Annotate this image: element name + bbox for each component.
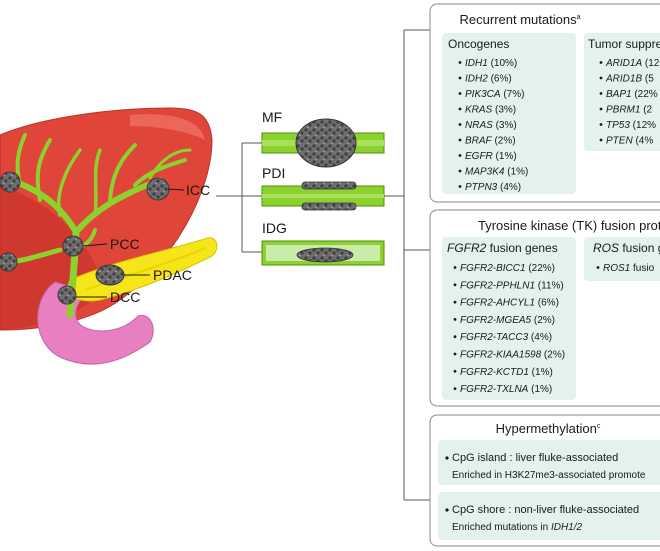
bullet-icon — [453, 369, 457, 373]
label-pdac: PDAC — [153, 267, 192, 283]
tumor-nodules — [0, 171, 170, 305]
bullet-icon — [453, 266, 457, 269]
list-item: BAP1 (22% — [606, 89, 658, 100]
list-item: ARID1B (5 — [605, 74, 654, 85]
bullet-icon — [453, 283, 457, 287]
tumor-pdac — [95, 264, 125, 286]
bullet-icon — [445, 456, 449, 460]
list-item: IDH2 (6%) — [465, 74, 512, 85]
cpg-island-line2: Enriched in H3K27me3-associated promote — [452, 470, 646, 481]
duct-intraductal — [261, 240, 385, 266]
bullet-icon — [599, 61, 603, 64]
list-item: KRAS (3%) — [465, 105, 516, 116]
label-idg: IDG — [262, 220, 287, 236]
tumor-left — [0, 252, 18, 272]
list-item: FGFR2-AHCYL1 (6%) — [460, 298, 559, 309]
bullet-icon — [453, 352, 457, 356]
list-item: PTPN3 (4%) — [465, 182, 521, 193]
oncogenes-title: Oncogenes — [448, 37, 509, 51]
anatomy-illustration: ICC PCC PDAC DCC — [0, 107, 218, 365]
label-icc: ICC — [186, 182, 210, 198]
pancreatic-duct — [84, 247, 206, 291]
duct-mass-forming — [261, 118, 385, 168]
bullet-icon — [453, 318, 457, 321]
bullet-icon — [458, 107, 462, 111]
list-item: PIK3CA (7%) — [465, 89, 524, 100]
cpg-island-box — [438, 440, 660, 485]
liver-highlight — [130, 114, 205, 140]
list-item: PTEN (4% — [606, 136, 653, 147]
list-item: MAP3K4 (1%) — [465, 167, 528, 178]
bullet-icon — [453, 335, 457, 339]
pancreas — [67, 237, 218, 302]
list-item: FGFR2-TXLNA (1%) — [460, 384, 552, 395]
bullet-icon — [458, 92, 462, 95]
panel-recurrent-mutations: Recurrent mutationsa Oncogenes IDH1 (10%… — [429, 3, 660, 203]
fgfr2-title: FGFR2 fusion genes — [447, 241, 558, 255]
panel-title-methylation: Hypermethylationc — [496, 421, 601, 436]
fgfr2-list: FGFR2-BICC1 (22%) FGFR2-PPHLN1 (11%) FGFR2… — [453, 263, 565, 395]
list-item: ARID1A (12 — [605, 58, 660, 69]
list-item: ROS1 fusio — [603, 263, 655, 274]
list-item: BRAF (2%) — [465, 136, 516, 147]
list-item: FGFR2-BICC1 (22%) — [460, 263, 555, 274]
bullet-icon — [599, 76, 603, 80]
ros-title: ROS fusion g — [593, 241, 660, 255]
label-pdi: PDI — [262, 165, 285, 181]
bullet-icon — [458, 169, 462, 173]
cpg-island-line1: CpG island : liver fluke-associated — [452, 452, 618, 464]
tumor-dcc — [57, 285, 77, 305]
ros-list: ROS1 fusio — [596, 263, 655, 274]
bullet-icon — [458, 138, 462, 142]
list-item: PBRM1 (2 — [606, 105, 653, 116]
bullet-icon — [458, 76, 462, 80]
list-item: FGFR2-MGEA5 (2%) — [460, 315, 555, 326]
panel-tk-fusions: Tyrosine kinase (TK) fusion prot FGFR2 f… — [429, 209, 660, 407]
connector-lines — [216, 29, 430, 501]
list-item: FGFR2-TACC3 (4%) — [460, 332, 552, 343]
bullet-icon — [458, 123, 462, 126]
bullet-icon — [458, 154, 462, 157]
callout-lines — [76, 188, 185, 298]
cpg-shore-box — [438, 492, 660, 540]
label-mf: MF — [262, 109, 282, 125]
fgfr2-box — [442, 237, 576, 400]
list-item: FGFR2-PPHLN1 (11%) — [460, 280, 564, 291]
oncogenes-box — [442, 33, 576, 194]
list-item: FGFR2-KCTD1 (1%) — [460, 367, 553, 378]
bullet-icon — [599, 123, 603, 126]
bullet-icon — [445, 508, 449, 512]
bullet-icon — [599, 107, 603, 111]
bullet-icon — [596, 266, 600, 269]
panel-title-fusions: Tyrosine kinase (TK) fusion prot — [478, 218, 660, 233]
suppressors-box — [584, 33, 660, 151]
suppressors-title: Tumor suppre — [588, 37, 660, 51]
label-pcc: PCC — [110, 236, 140, 252]
label-dcc: DCC — [110, 289, 140, 305]
bullet-icon — [599, 138, 603, 142]
tumor-hilar — [0, 171, 21, 193]
list-item: TP53 (12% — [606, 120, 656, 131]
oncogenes-list: IDH1 (10%) IDH2 (6%) PIK3CA (7%) KRAS (3%) N… — [458, 58, 528, 193]
list-item: IDH1 (10%) — [465, 58, 517, 69]
tumor-pcc — [62, 235, 84, 257]
bullet-icon — [453, 387, 457, 390]
duct-periductal — [261, 181, 385, 211]
bullet-icon — [453, 300, 457, 304]
panel-title-mutations: Recurrent mutationsa — [460, 12, 581, 27]
list-item: NRAS (3%) — [465, 120, 517, 131]
panel-hypermethylation: Hypermethylationc CpG island : liver flu… — [429, 414, 660, 547]
ros-box — [584, 237, 660, 281]
cpg-shore-line2: Enriched mutations in IDH1/2 — [452, 522, 583, 533]
growth-patterns: MF PDI IDG — [261, 109, 385, 266]
cpg-shore-line1: CpG shore : non-liver fluke-associated — [452, 504, 639, 516]
bullet-icon — [458, 185, 462, 188]
list-item: FGFR2-KIAA1598 (2%) — [460, 350, 565, 361]
list-item: EGFR (1%) — [465, 151, 517, 162]
bullet-icon — [599, 92, 603, 95]
tumor-icc — [146, 177, 170, 201]
bullet-icon — [458, 61, 462, 64]
